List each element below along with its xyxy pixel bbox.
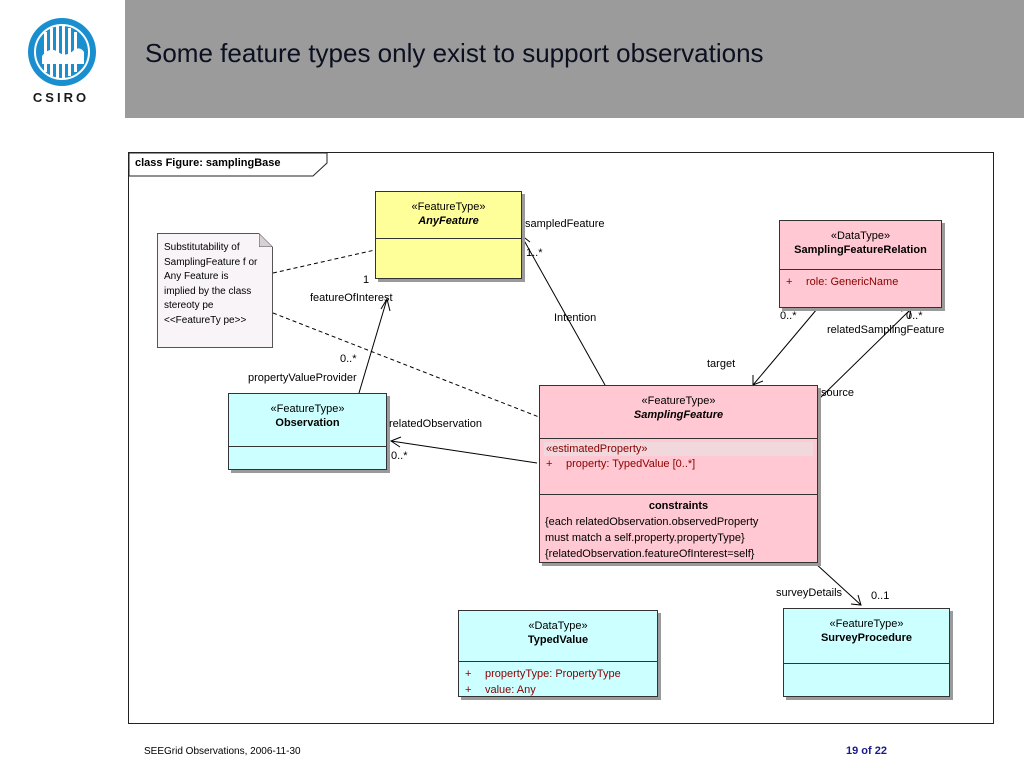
note-line: implied by the class	[164, 285, 252, 297]
attribute-text: propertyType: PropertyType	[485, 668, 621, 680]
class-stereotype: «FeatureType»	[411, 201, 486, 213]
label-multiplicity: 0..*	[391, 450, 408, 462]
label-sampled-feature: sampledFeature	[525, 218, 605, 230]
class-typed-value[interactable]: «DataType» TypedValue + propertyType: Pro…	[458, 610, 658, 697]
slide-header: Some feature types only exist to support…	[125, 0, 1024, 118]
connectors	[272, 233, 912, 606]
attribute-text: property: TypedValue [0..*]	[566, 458, 696, 470]
page-number: 19 of 22	[846, 745, 887, 757]
attribute-row: + role: GenericName	[780, 274, 941, 290]
class-sampling-feature[interactable]: «FeatureType» SamplingFeature «estimated…	[539, 385, 818, 563]
label-intention: Intention	[554, 312, 597, 324]
class-stereotype: «FeatureType»	[641, 395, 716, 407]
attribute-row: + propertyType: PropertyType	[459, 666, 657, 682]
constraint-line: must match a self.property.propertyType}	[545, 532, 745, 544]
class-stereotype: «FeatureType»	[270, 403, 345, 415]
class-name: SamplingFeatureRelation	[794, 244, 927, 256]
class-attributes	[229, 446, 386, 477]
attribute-row: + value: Any	[459, 682, 657, 698]
constraint-line: {relatedObservation.featureOfInterest=se…	[545, 548, 755, 560]
visibility-marker: +	[465, 668, 472, 680]
label-related-observation: relatedObservation	[389, 418, 482, 430]
class-observation[interactable]: «FeatureType» Observation	[228, 393, 387, 470]
class-name: Observation	[275, 417, 340, 429]
attribute-text: role: GenericName	[806, 276, 899, 288]
label-target: target	[707, 358, 736, 370]
note-line: Any Feature is	[164, 271, 229, 282]
class-name: SamplingFeature	[633, 409, 724, 421]
note-line: Substitutability of	[164, 242, 240, 253]
class-sampling-feature-relation[interactable]: «DataType» SamplingFeatureRelation + role…	[779, 220, 942, 308]
footer-text: SEEGrid Observations, 2006-11-30	[144, 746, 301, 757]
constraints-title: constraints	[648, 500, 709, 512]
class-survey-procedure[interactable]: «FeatureType» SurveyProcedure	[783, 608, 950, 697]
note-line: stereoty pe	[164, 300, 214, 311]
label-survey-details: surveyDetails	[776, 587, 843, 599]
slide-title: Some feature types only exist to support…	[145, 38, 764, 68]
uml-diagram: class Figure: samplingBase	[128, 152, 994, 724]
label-source: source	[821, 387, 855, 399]
attribute-text: value: Any	[485, 684, 536, 696]
visibility-marker: +	[546, 458, 553, 470]
label-property-value-provider: propertyValueProvider	[248, 372, 357, 384]
class-name: SurveyProcedure	[820, 632, 913, 644]
attribute-stereotype: «estimatedProperty»	[544, 442, 813, 456]
label-multiplicity: 0..*	[906, 310, 923, 322]
constraint-line: {each relatedObservation.observedPropert…	[545, 516, 759, 528]
logo-wordmark: CSIRO	[32, 90, 90, 105]
label-feature-of-interest: featureOfInterest	[310, 292, 393, 304]
class-name: AnyFeature	[418, 215, 479, 227]
visibility-marker: +	[786, 276, 793, 288]
frame-label: class Figure: samplingBase	[135, 157, 281, 169]
class-attributes	[376, 238, 521, 286]
label-multiplicity: 0..*	[780, 310, 797, 322]
csiro-logo	[14, 12, 110, 112]
label-multiplicity: 1..*	[526, 247, 543, 259]
class-attributes	[784, 663, 949, 704]
class-stereotype: «DataType»	[528, 620, 588, 632]
class-stereotype: «DataType»	[830, 230, 891, 242]
class-name: TypedValue	[527, 634, 589, 646]
label-multiplicity: 0..*	[340, 353, 357, 365]
class-any-feature[interactable]: «FeatureType» AnyFeature	[375, 191, 522, 279]
attribute-row: + property: TypedValue [0..*]	[540, 456, 817, 472]
note-line: <<FeatureTy pe>>	[164, 314, 247, 326]
frame-tab	[129, 153, 328, 177]
visibility-marker: +	[465, 684, 472, 696]
label-multiplicity: 1	[363, 274, 370, 286]
class-stereotype: «FeatureType»	[829, 618, 904, 630]
note-line: SamplingFeature f or	[164, 256, 258, 268]
substitutability-note: Substitutability of SamplingFeature f or…	[157, 233, 273, 348]
label-related-sampling-feature: relatedSamplingFeature	[827, 324, 945, 336]
label-multiplicity: 0..1	[871, 590, 890, 602]
